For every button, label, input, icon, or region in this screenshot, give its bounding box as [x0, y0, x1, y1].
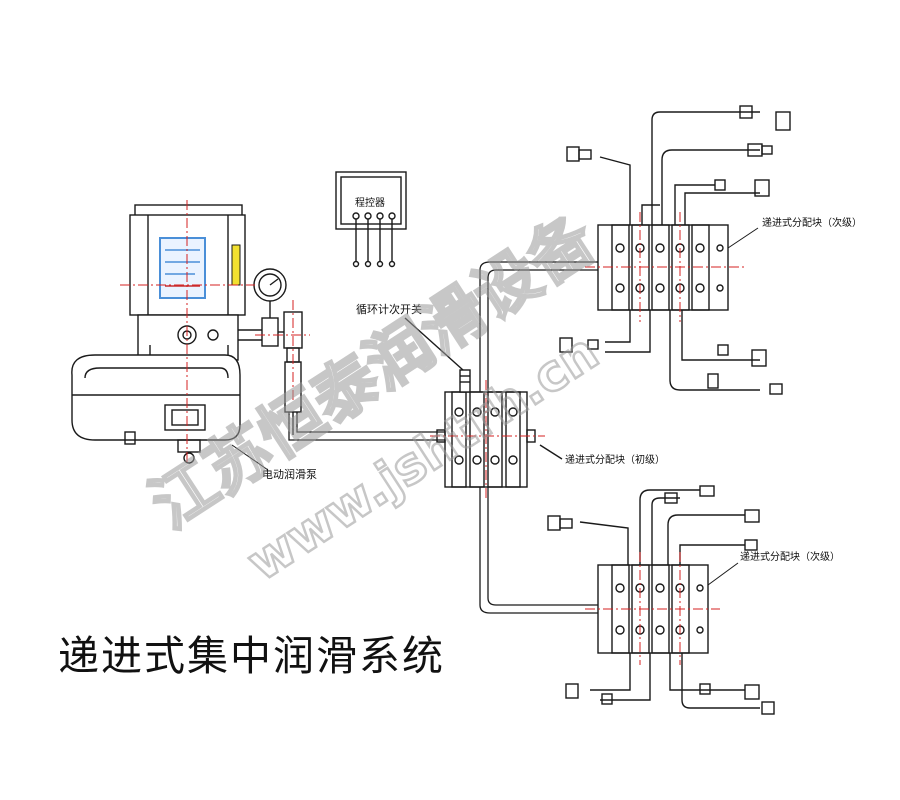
secondary-top-leader [727, 227, 759, 249]
primary-block-label: 递进式分配块（初级） [565, 453, 665, 466]
electric-pump [71, 204, 303, 464]
primary-block-centerlines [430, 380, 545, 500]
controller-label: 程控器 [355, 196, 385, 209]
pump-label-panel [159, 237, 206, 299]
main-supply-pipe [288, 412, 445, 441]
pump-leader [231, 444, 269, 471]
secondary-block-top-label: 递进式分配块（次级） [762, 216, 862, 229]
primary-to-secondary-pipes [479, 261, 598, 614]
cycle-switch [459, 369, 471, 393]
pump-centerlines [120, 200, 310, 465]
secondary-bottom-leader [707, 562, 739, 586]
cycle-switch-label: 循环计次开关 [356, 302, 422, 316]
secondary-block-bottom [547, 485, 775, 715]
secondary-bottom-centerlines [585, 552, 720, 665]
controller-box [335, 171, 407, 268]
pump-label: 电动润滑泵 [262, 467, 317, 481]
secondary-block-bottom-label: 递进式分配块（次级） [740, 550, 840, 563]
diagram-title: 递进式集中润滑系统 [58, 632, 445, 680]
pump-yellow-bar [231, 244, 241, 286]
secondary-top-centerlines [585, 212, 745, 322]
